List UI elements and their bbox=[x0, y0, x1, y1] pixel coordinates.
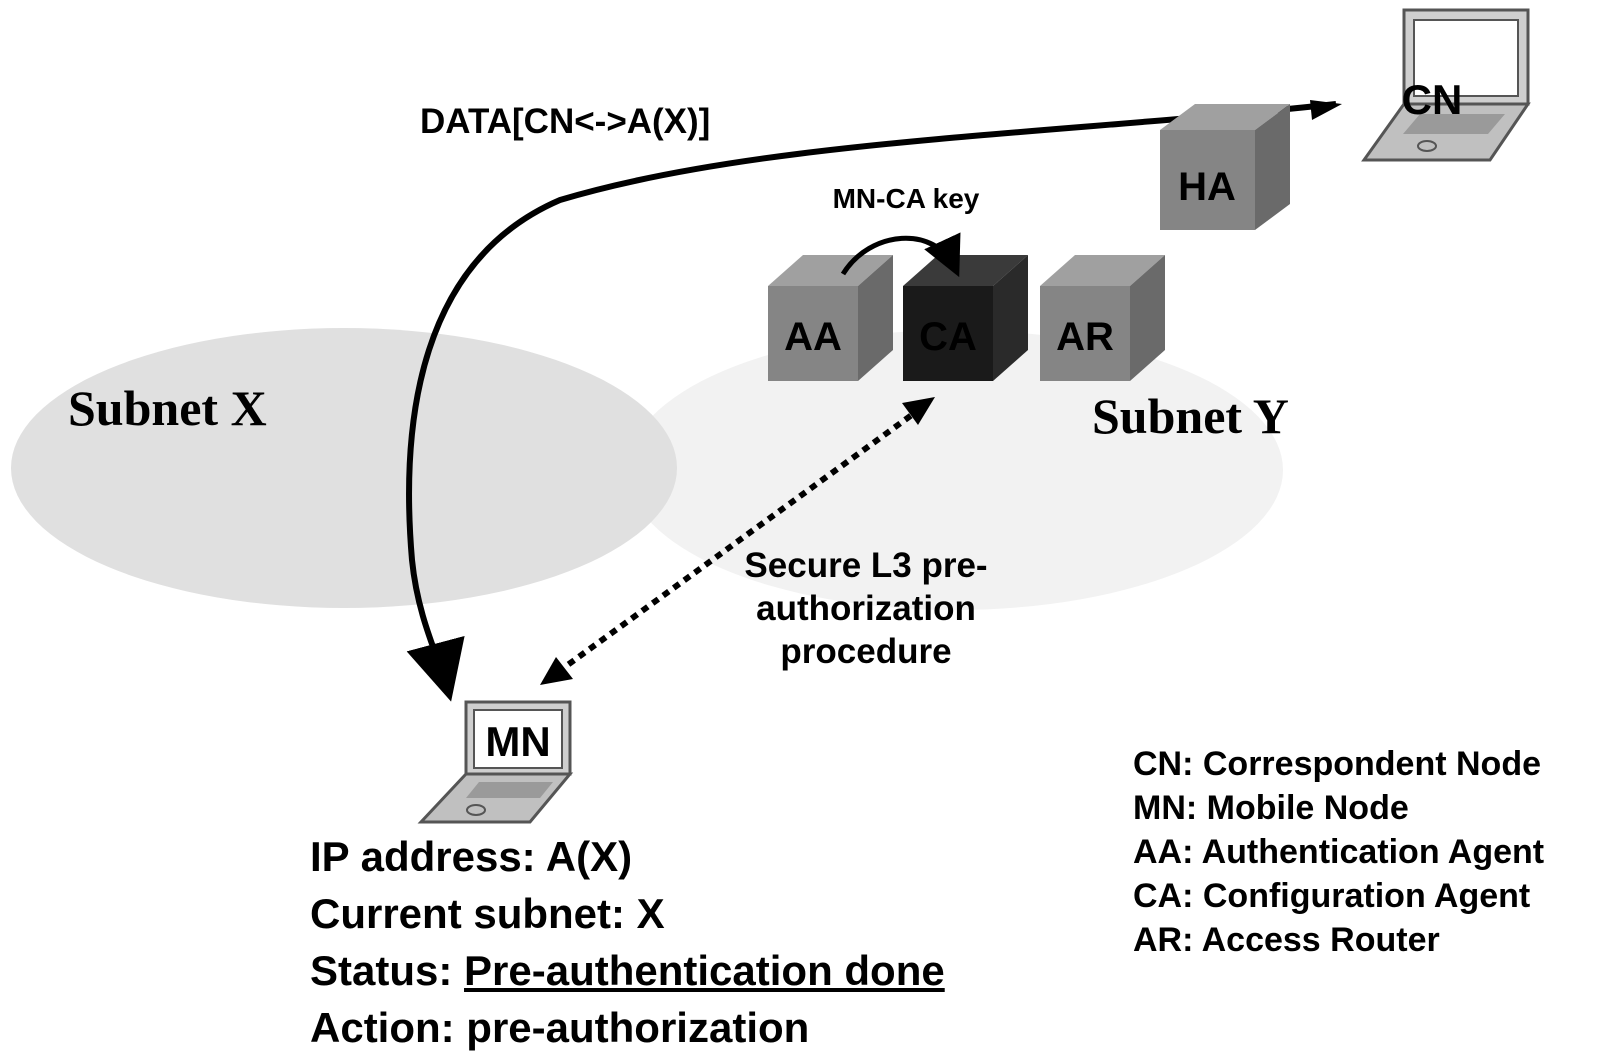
legend: CN: Correspondent Node MN: Mobile Node A… bbox=[1133, 742, 1544, 962]
aa-label: AA bbox=[784, 315, 842, 359]
legend-item: MN: Mobile Node bbox=[1133, 789, 1409, 827]
legend-item: CA: Configuration Agent bbox=[1133, 877, 1531, 915]
pre-authorization-arrow-ca-head bbox=[902, 397, 935, 425]
legend-item: CN: Correspondent Node bbox=[1133, 745, 1541, 783]
subnet-y-label: Subnet Y bbox=[1092, 388, 1289, 444]
ha-node: HA bbox=[1160, 104, 1290, 230]
mn-status-block: IP address: A(X) Current subnet: X Statu… bbox=[310, 828, 945, 1056]
mn-label: MN bbox=[485, 718, 550, 765]
pre-authorization-arrow bbox=[556, 406, 922, 675]
subnet-x-label: Subnet X bbox=[68, 380, 267, 436]
ar-label: AR bbox=[1056, 315, 1114, 359]
ar-node: AR bbox=[1040, 255, 1165, 381]
ip-address-text: IP address: A(X) bbox=[310, 833, 633, 880]
current-subnet-text: Current subnet: X bbox=[310, 890, 665, 937]
data-flow-arrow bbox=[406, 101, 1337, 702]
procedure-label-line3: procedure bbox=[780, 632, 951, 671]
subnet-y-ellipse bbox=[627, 330, 1283, 610]
status-prefix: Status: bbox=[310, 947, 465, 994]
procedure-label-line2: authorization bbox=[756, 589, 976, 628]
procedure-label-line1: Secure L3 pre- bbox=[744, 546, 987, 585]
key-transfer-arrow bbox=[840, 232, 961, 278]
pre-authorization-arrow-mn-head bbox=[540, 657, 573, 685]
ca-node: CA bbox=[903, 255, 1028, 381]
status-line: Status: Pre-authentication done bbox=[310, 942, 945, 999]
subnet-x-ellipse bbox=[11, 328, 677, 608]
ha-label: HA bbox=[1178, 165, 1236, 209]
data-flow-label: DATA[CN<->A(X)] bbox=[420, 102, 710, 141]
aa-node: AA bbox=[768, 255, 893, 381]
legend-item: AA: Authentication Agent bbox=[1133, 833, 1545, 871]
status-value: Pre-authentication done bbox=[464, 947, 945, 994]
cn-label: CN bbox=[1402, 76, 1463, 123]
ca-label: CA bbox=[919, 315, 977, 359]
mn-laptop-icon: MN bbox=[417, 700, 574, 824]
cn-laptop-icon: CN bbox=[1361, 8, 1531, 162]
data-flow-arrow-cn-head bbox=[1310, 100, 1342, 120]
key-transfer-label: MN-CA key bbox=[833, 183, 980, 214]
legend-item: AR: Access Router bbox=[1133, 921, 1440, 959]
action-text: Action: pre-authorization bbox=[310, 1004, 810, 1051]
